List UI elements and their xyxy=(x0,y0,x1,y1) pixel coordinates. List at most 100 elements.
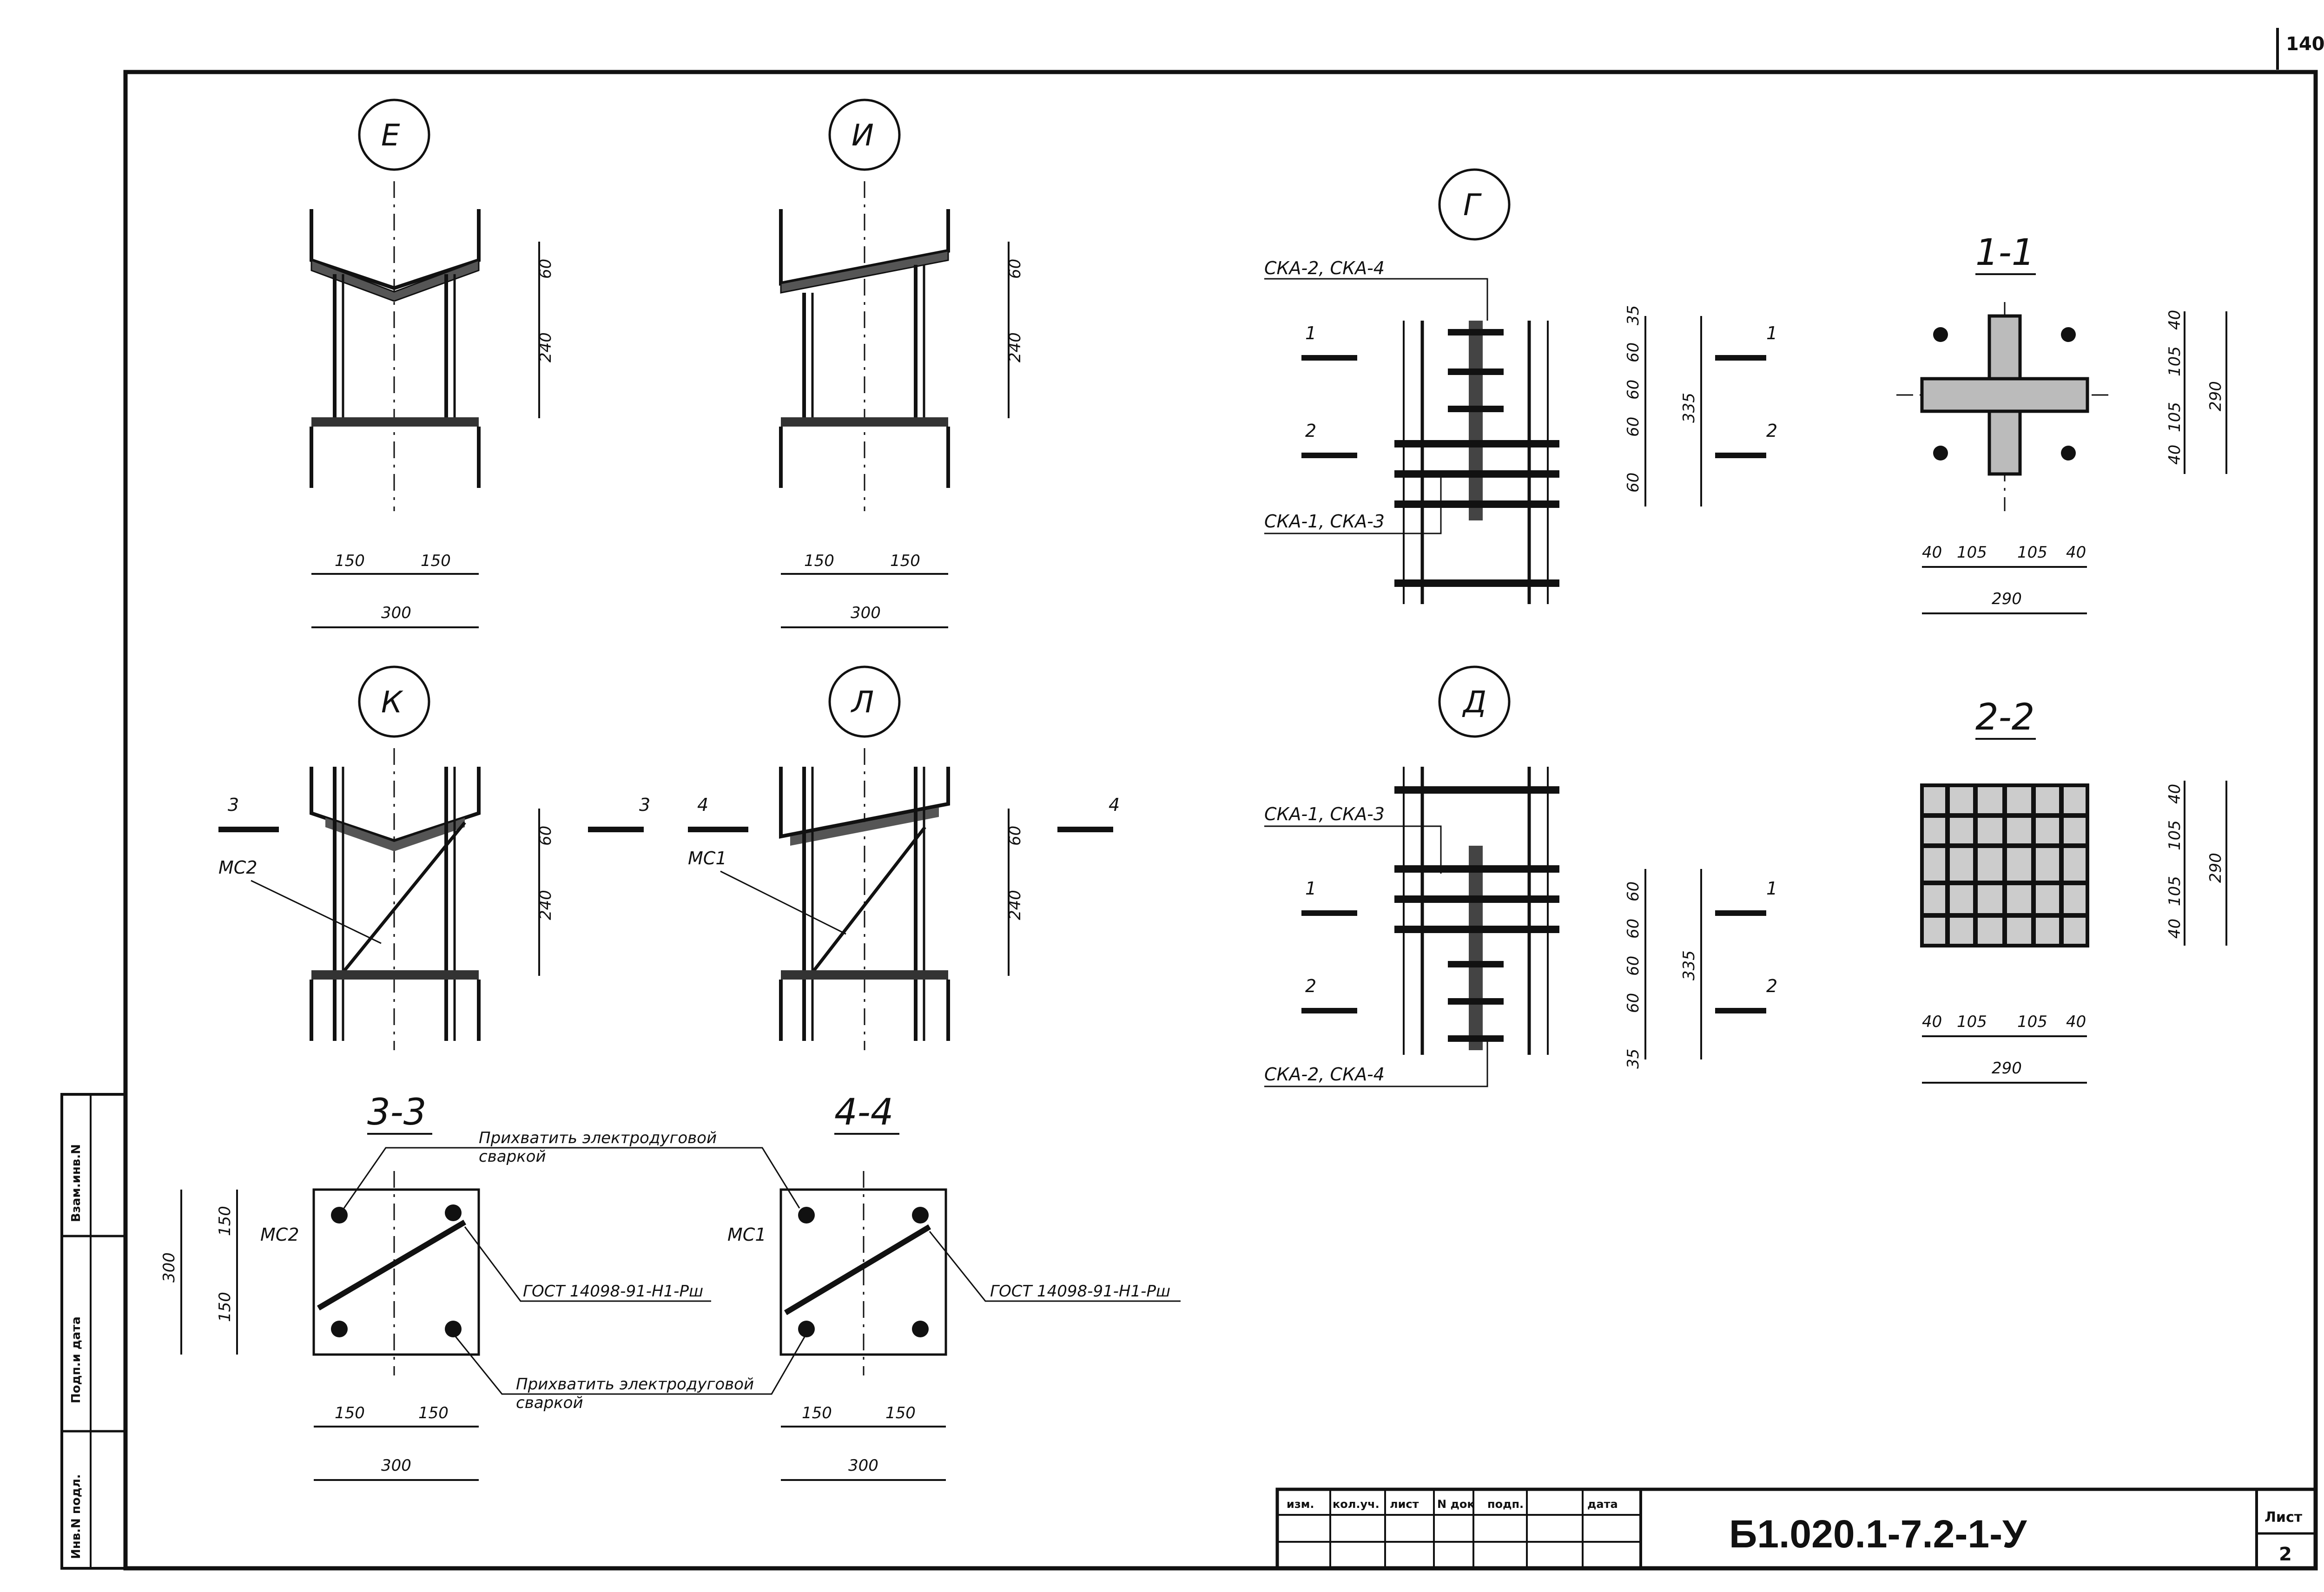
detail-i-label: И xyxy=(852,118,874,153)
svg-text:290: 290 xyxy=(2206,381,2225,411)
side-label-replace-inv: Взам.инв.N xyxy=(69,1144,83,1222)
section-3-3-rod xyxy=(317,1219,467,1311)
gost-note-4-4: ГОСТ 14098-91-Н1-Рш xyxy=(990,1282,1170,1301)
detail-d-top-note: СКА-1, СКА-3 xyxy=(1264,804,1385,824)
document-code: Б1.020.1-7.2-1-У xyxy=(1729,1512,2027,1556)
section-2-2: 2-2 40 105 105 40 290 40 105 105 40 290 xyxy=(1920,697,2227,1084)
detail-l-callout xyxy=(828,665,901,738)
weld-note-bottom-line1: Прихватить электродуговой xyxy=(516,1375,754,1394)
detail-k-cut-left: 3 xyxy=(228,795,239,815)
detail-d-cut-1-right: 1 xyxy=(1766,878,1777,899)
detail-g-cut-1-left: 1 xyxy=(1305,323,1316,343)
gost-note-3-3: ГОСТ 14098-91-Н1-Рш xyxy=(523,1282,703,1301)
svg-text:150: 150 xyxy=(216,1206,234,1236)
detail-i: И 60 240 150 150 300 xyxy=(779,99,1024,628)
detail-l: Л 4 4 МС1 60 240 xyxy=(688,665,1120,1050)
detail-g-label: Г xyxy=(1463,188,1482,223)
svg-text:105: 105 xyxy=(1957,543,1987,562)
page-number: 140 xyxy=(2286,33,2324,55)
svg-text:290: 290 xyxy=(1992,590,2022,608)
sheet-number: 2 xyxy=(2279,1544,2292,1565)
weld-note-bottom-line2: сваркой xyxy=(516,1394,583,1412)
sheet-label: Лист xyxy=(2265,1509,2303,1526)
svg-text:150: 150 xyxy=(216,1292,234,1322)
svg-text:105: 105 xyxy=(2166,876,2184,906)
svg-text:60: 60 xyxy=(1006,259,1024,279)
detail-g-cut-1-right: 1 xyxy=(1766,323,1777,343)
stamp-header-kol: кол.уч. xyxy=(1333,1498,1380,1511)
svg-text:105: 105 xyxy=(2017,1013,2047,1031)
section-notes: Прихватить электродуговой сваркой ГОСТ 1… xyxy=(343,1129,1181,1412)
svg-text:60: 60 xyxy=(1624,919,1643,939)
detail-e: Е 60 240 150 150 300 xyxy=(310,99,555,628)
svg-text:60: 60 xyxy=(1624,342,1643,362)
detail-l-rod: МС1 xyxy=(688,848,727,868)
svg-text:150: 150 xyxy=(418,1404,449,1422)
svg-text:35: 35 xyxy=(1624,305,1643,325)
svg-text:105: 105 xyxy=(2017,543,2047,562)
stamp-header-list: лист xyxy=(1390,1498,1419,1511)
section-1-1-title: 1-1 xyxy=(1975,232,2034,274)
svg-text:300: 300 xyxy=(381,1456,411,1475)
svg-text:60: 60 xyxy=(1624,882,1643,901)
svg-text:240: 240 xyxy=(1006,332,1024,362)
svg-text:150: 150 xyxy=(890,552,920,570)
svg-text:290: 290 xyxy=(1992,1059,2022,1078)
svg-text:150: 150 xyxy=(421,552,451,570)
svg-text:105: 105 xyxy=(2166,820,2184,850)
svg-text:105: 105 xyxy=(2166,346,2184,376)
detail-g: Г СКА-2, СКА-4 СКА-1, СКА-3 1 2 1 2 35 6… xyxy=(1264,168,1777,604)
detail-k-cut-right: 3 xyxy=(639,795,650,815)
detail-d-label: Д xyxy=(1462,685,1486,720)
detail-k-rod: МС2 xyxy=(218,857,257,878)
svg-text:105: 105 xyxy=(2166,402,2184,432)
svg-text:40: 40 xyxy=(1922,1013,1942,1031)
svg-text:300: 300 xyxy=(160,1252,178,1283)
svg-text:60: 60 xyxy=(1006,826,1024,846)
svg-text:240: 240 xyxy=(1006,890,1024,920)
svg-text:335: 335 xyxy=(1680,393,1698,423)
svg-text:60: 60 xyxy=(1624,417,1643,437)
side-stamp: Взам.инв.N Подп.и дата Инв.N подл. xyxy=(60,1093,127,1570)
detail-g-callout xyxy=(1438,168,1511,241)
section-3-3-rod-label: МС2 xyxy=(260,1224,299,1245)
detail-l-cut-right: 4 xyxy=(1109,795,1120,815)
side-label-inv-original: Инв.N подл. xyxy=(69,1474,83,1559)
svg-text:150: 150 xyxy=(802,1404,832,1422)
side-label-sign-date: Подп.и дата xyxy=(69,1316,83,1403)
frame-border xyxy=(123,70,2318,1571)
detail-k-label: К xyxy=(381,685,403,720)
section-1-1: 1-1 40 105 105 40 290 40 105 105 40 290 xyxy=(1896,232,2227,614)
detail-e-callout xyxy=(358,99,430,171)
svg-text:150: 150 xyxy=(885,1404,916,1422)
svg-text:40: 40 xyxy=(1922,543,1942,562)
svg-text:35: 35 xyxy=(1624,1049,1643,1069)
detail-g-cut-2-right: 2 xyxy=(1766,421,1777,441)
svg-text:300: 300 xyxy=(851,604,881,622)
svg-text:40: 40 xyxy=(2166,784,2184,804)
svg-text:240: 240 xyxy=(536,890,555,920)
svg-text:105: 105 xyxy=(1957,1013,1987,1031)
section-4-4: 4-4 МС1 150 150 300 xyxy=(727,1092,947,1481)
detail-g-top-note: СКА-2, СКА-4 xyxy=(1264,258,1385,278)
svg-text:300: 300 xyxy=(381,604,411,622)
section-4-4-rod-label: МС1 xyxy=(727,1224,766,1245)
stamp-header-izm: изм. xyxy=(1287,1498,1314,1511)
section-4-4-rod xyxy=(784,1224,931,1316)
svg-text:40: 40 xyxy=(2166,310,2184,330)
detail-e-dims: 60 240 150 150 300 xyxy=(311,242,555,628)
svg-text:60: 60 xyxy=(1624,993,1643,1013)
detail-d-cut-2-left: 2 xyxy=(1305,976,1316,996)
detail-k-brace xyxy=(343,821,466,973)
detail-g-bottom-note: СКА-1, СКА-3 xyxy=(1264,511,1385,532)
svg-text:335: 335 xyxy=(1680,950,1698,980)
svg-text:300: 300 xyxy=(848,1456,878,1475)
detail-i-callout xyxy=(828,99,901,171)
detail-d-callout xyxy=(1438,665,1511,738)
svg-text:60: 60 xyxy=(536,826,555,846)
stamp-header-data: дата xyxy=(1587,1498,1618,1511)
detail-i-dims: 60 240 150 150 300 xyxy=(781,242,1024,628)
detail-g-cut-2-left: 2 xyxy=(1305,421,1316,441)
detail-e-label: Е xyxy=(381,118,400,153)
